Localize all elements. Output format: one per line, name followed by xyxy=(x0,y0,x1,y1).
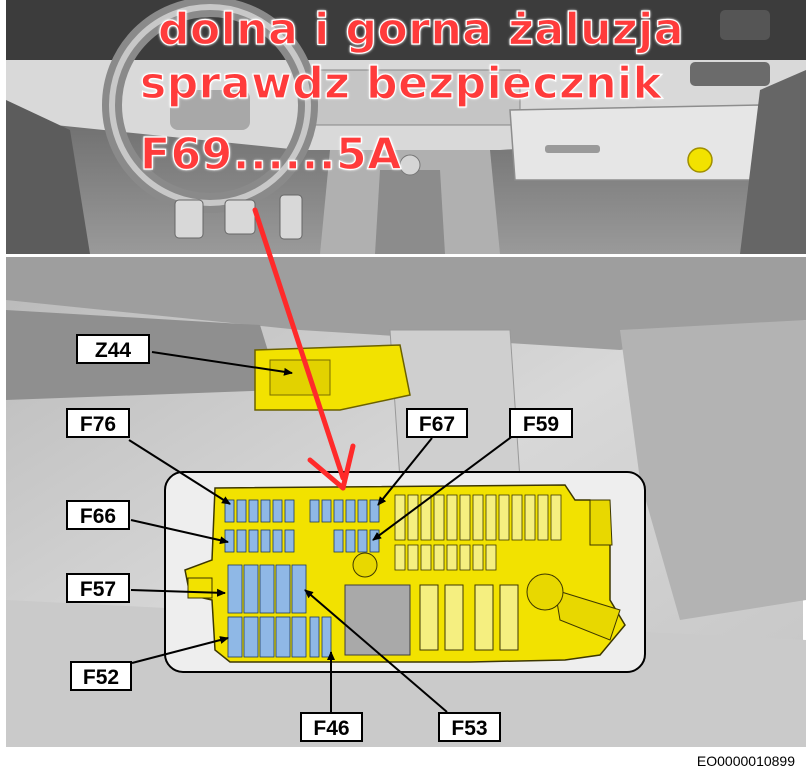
label-f66: F66 xyxy=(66,500,130,530)
label-f53: F53 xyxy=(438,712,501,742)
label-f52: F52 xyxy=(70,661,132,691)
label-f57: F57 xyxy=(66,573,130,603)
relay-large xyxy=(344,584,411,656)
label-z44: Z44 xyxy=(76,334,150,364)
annotation-line-1: dolna i gorna żaluzja xyxy=(157,4,684,55)
label-f67: F67 xyxy=(406,408,468,438)
annotation-line-3: F69......5A xyxy=(139,129,402,180)
annotation-line-2: sprawdz bezpiecznik xyxy=(139,58,663,109)
annotation-arrow xyxy=(252,207,356,491)
leader-lines xyxy=(128,351,519,713)
fuse-block-lower xyxy=(227,564,332,658)
label-f59: F59 xyxy=(509,408,573,438)
label-f76: F76 xyxy=(66,408,130,438)
fuse-row-second xyxy=(224,529,380,553)
label-f46: F46 xyxy=(300,712,363,742)
fuse-row-top xyxy=(224,499,380,523)
fuse-slots-right xyxy=(394,494,562,571)
figure-code: EO0000010899 xyxy=(691,752,800,770)
interior-view-panel xyxy=(6,0,806,254)
fuse-location-marker xyxy=(687,147,713,173)
fuse-box-detail-panel xyxy=(6,257,806,747)
